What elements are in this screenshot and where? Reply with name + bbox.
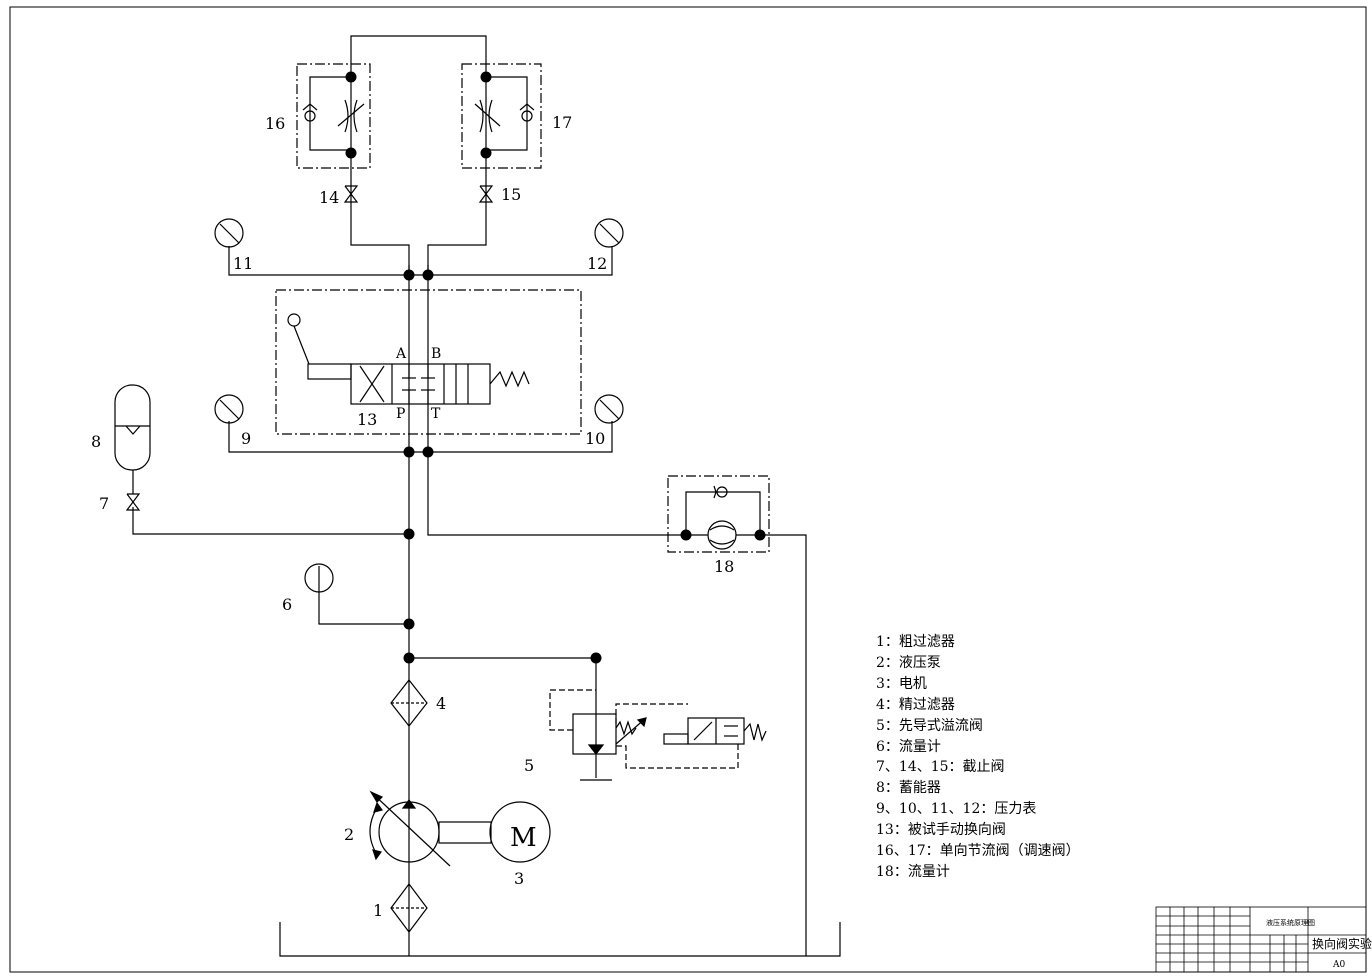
port-b-label: B xyxy=(431,346,441,362)
label-18: 18 xyxy=(714,557,734,576)
title-block xyxy=(1155,906,1367,973)
legend-item: 2：液压泵 xyxy=(876,654,941,671)
label-8: 8 xyxy=(91,432,101,451)
legend-item: 8：蓄能器 xyxy=(876,780,941,797)
label-3: 3 xyxy=(514,869,524,888)
title-sheet-size: A0 xyxy=(1332,960,1345,970)
throttle-check-valve-16 xyxy=(296,63,371,169)
port-a-label: A xyxy=(395,346,407,362)
label-9: 9 xyxy=(241,429,251,448)
electric-motor-3 xyxy=(489,801,551,863)
component-legend: 1：粗过滤器 2：液压泵 3：电机 4：精过滤器 5：先导式溢流阀 6：流量计 … xyxy=(876,632,1080,883)
legend-item: 1：粗过滤器 xyxy=(876,634,955,650)
throttle-check-valve-17 xyxy=(461,63,542,169)
label-2: 2 xyxy=(344,825,354,844)
accumulator-8 xyxy=(114,384,151,494)
shutoff-valve-15 xyxy=(478,185,494,203)
flow-meter-6 xyxy=(304,563,334,593)
pressure-gauge-11 xyxy=(214,218,244,248)
pressure-gauge-9 xyxy=(214,394,244,424)
legend-item: 13：被试手动换向阀 xyxy=(876,822,1006,839)
port-p-label: P xyxy=(396,406,405,422)
flow-meter-18 xyxy=(667,475,770,553)
title-part-name: 换向阀实验 xyxy=(1312,936,1372,951)
pressure-gauge-10 xyxy=(594,394,624,424)
component-labels: 16 17 14 15 11 12 9 10 13 8 7 6 18 4 5 2… xyxy=(91,113,1372,970)
label-14: 14 xyxy=(319,188,339,207)
label-16: 16 xyxy=(265,114,285,133)
label-4: 4 xyxy=(436,694,446,713)
manual-directional-valve-13 xyxy=(275,289,582,435)
legend-item: 9、10、11、12：压力表 xyxy=(876,801,1037,818)
label-11: 11 xyxy=(233,254,253,273)
label-15: 15 xyxy=(501,185,521,204)
title-drawing-name: 液压系统原理图 xyxy=(1266,918,1315,927)
label-7: 7 xyxy=(99,494,109,513)
port-t-label: T xyxy=(431,406,441,422)
legend-item: 5：先导式溢流阀 xyxy=(876,717,983,734)
label-5: 5 xyxy=(524,756,534,775)
motor-label: M xyxy=(510,823,537,853)
legend-item: 3：电机 xyxy=(876,675,927,692)
pressure-gauge-12 xyxy=(594,218,624,248)
pilot-relief-valve-5 xyxy=(549,689,767,781)
shutoff-valve-14 xyxy=(343,185,359,203)
label-10: 10 xyxy=(585,429,605,448)
legend-item: 18：流量计 xyxy=(876,863,950,880)
oil-tank xyxy=(279,922,841,957)
legend-item: 6：流量计 xyxy=(876,738,941,755)
legend-item: 7、14、15：截止阀 xyxy=(876,759,1005,776)
label-12: 12 xyxy=(587,254,607,273)
coarse-filter-1 xyxy=(390,883,428,933)
label-17: 17 xyxy=(552,113,572,132)
label-6: 6 xyxy=(282,595,292,614)
junction-dots xyxy=(345,71,766,664)
shutoff-valve-7 xyxy=(125,493,141,511)
legend-item: 16、17：单向节流阀（调速阀） xyxy=(876,843,1080,860)
variable-pump-2 xyxy=(369,790,492,867)
label-13: 13 xyxy=(357,410,377,429)
fine-filter-4 xyxy=(390,679,428,727)
legend-item: 4：精过滤器 xyxy=(876,696,955,713)
drawing-border xyxy=(9,6,1367,973)
label-1: 1 xyxy=(373,901,383,920)
